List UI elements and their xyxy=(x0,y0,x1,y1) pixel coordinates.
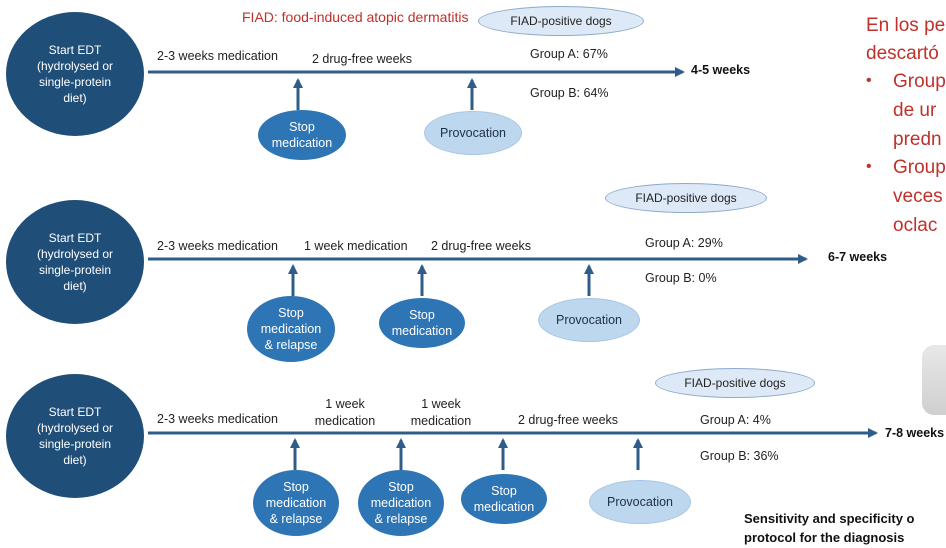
stop-medication-oval: Stop medication xyxy=(379,298,465,348)
group-b-result: Group B: 64% xyxy=(530,86,609,100)
group-a-result: Group A: 29% xyxy=(645,236,723,250)
provocation-oval: Provocation xyxy=(589,480,691,524)
segment-label: 2-3 weeks medication xyxy=(157,49,278,63)
segment-label: 2 drug-free weeks xyxy=(518,413,619,427)
side-text-line: Group xyxy=(893,71,946,92)
stop-medication-relapse-oval: Stop medication & relapse xyxy=(253,470,339,536)
group-a-result: Group A: 4% xyxy=(700,413,771,427)
side-text-line: descartó xyxy=(866,43,939,64)
fiad-positive-badge: FIAD-positive dogs xyxy=(655,368,815,398)
side-text-line: de ur xyxy=(893,100,937,121)
segment-label: 2-3 weeks medication xyxy=(157,239,278,253)
fiad-positive-badge: FIAD-positive dogs xyxy=(605,183,767,213)
group-b-result: Group B: 36% xyxy=(700,449,779,463)
duration-label: 7-8 weeks xyxy=(885,426,945,440)
segment-label: 2 drug-free weeks xyxy=(431,239,532,253)
duration-label: 4-5 weeks xyxy=(691,63,751,77)
group-b-result: Group B: 0% xyxy=(645,271,717,285)
dog-photo xyxy=(922,345,946,415)
stop-medication-oval: Stop medication xyxy=(258,110,346,160)
segment-label: 2-3 weeks medication xyxy=(157,412,278,426)
segment-label: 2 drug-free weeks xyxy=(312,52,413,66)
bullet-dot: • xyxy=(866,158,872,175)
footer-caption-line: Sensitivity and specificity o xyxy=(744,511,915,526)
start-edt-circle: Start EDT (hydrolysed or single-protein … xyxy=(6,200,144,324)
footer-caption-line: protocol for the diagnosis xyxy=(744,530,905,545)
segment-label: 1 week medication xyxy=(314,397,376,428)
bullet-dot: • xyxy=(866,72,872,89)
stop-medication-relapse-oval: Stop medication & relapse xyxy=(358,470,444,536)
side-text-line: En los pe xyxy=(866,15,946,36)
provocation-oval: Provocation xyxy=(424,111,522,155)
segment-label: 1 week medication xyxy=(410,397,472,428)
provocation-oval: Provocation xyxy=(538,298,640,342)
duration-label: 6-7 weeks xyxy=(828,250,888,264)
side-text-line: veces xyxy=(893,186,943,207)
side-text-line: Group xyxy=(893,157,946,178)
start-edt-circle: Start EDT (hydrolysed or single-protein … xyxy=(6,12,144,136)
fiad-positive-badge: FIAD-positive dogs xyxy=(478,6,644,36)
start-edt-circle: Start EDT (hydrolysed or single-protein … xyxy=(6,374,144,498)
group-a-result: Group A: 67% xyxy=(530,47,608,61)
stop-medication-oval: Stop medication xyxy=(461,474,547,524)
side-text-line: predn xyxy=(893,129,942,150)
segment-label: 1 week medication xyxy=(304,239,408,253)
diagram-title: FIAD: food-induced atopic dermatitis xyxy=(242,9,469,25)
stop-medication-relapse-oval: Stop medication & relapse xyxy=(247,296,335,362)
side-text-line: oclac xyxy=(893,215,938,236)
